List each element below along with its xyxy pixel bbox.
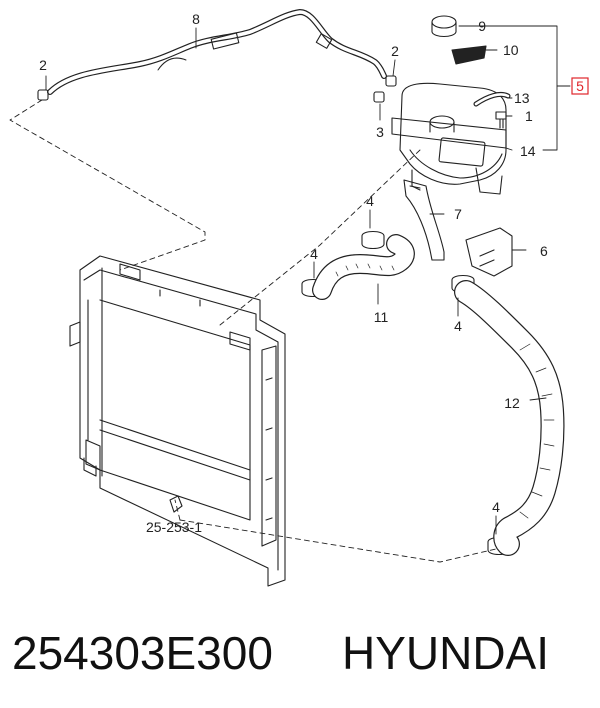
callout-box-highlight	[571, 77, 589, 95]
callout-4-top: 4	[366, 193, 374, 209]
hose-clip-right	[385, 75, 397, 87]
label-plate	[451, 45, 487, 65]
callout-1: 1	[525, 108, 533, 124]
callout-ref-25-253-1: 25-253-1	[146, 519, 202, 535]
callout-2-left: 2	[39, 57, 47, 73]
brand-name: HYUNDAI	[342, 627, 550, 679]
dashed-guide-lines	[9, 99, 501, 563]
callout-2-right: 2	[391, 43, 399, 59]
mounting-bolt	[495, 111, 507, 129]
drain-hose	[473, 91, 511, 107]
callout-4-left: 4	[310, 246, 318, 262]
filler-cap	[431, 15, 457, 38]
callout-leaders	[45, 25, 571, 535]
upper-radiator-hose	[312, 234, 415, 300]
vent-hose	[47, 9, 387, 95]
coolant-reservoir	[391, 82, 507, 195]
callout-14: 14	[520, 143, 536, 159]
callout-6: 6	[540, 243, 548, 259]
coolant-system-diagram: 8 9 10 5 2 2 13 1 3 14 7 4 6 4 11 4 12 2…	[9, 9, 589, 587]
radiator	[69, 255, 286, 587]
callout-7: 7	[454, 206, 462, 222]
part-number: 254303E300	[12, 627, 273, 679]
reservoir-bracket-7	[403, 179, 445, 261]
callout-12: 12	[504, 395, 520, 411]
callout-13: 13	[514, 90, 530, 106]
hose-clip-left	[37, 89, 49, 101]
reservoir-outlet-hose	[454, 280, 565, 556]
callout-4-bottom: 4	[492, 499, 500, 515]
hose-clip-3	[373, 91, 385, 103]
callout-3: 3	[376, 124, 384, 140]
callout-5[interactable]: 5	[576, 78, 584, 94]
callout-11: 11	[374, 309, 389, 325]
callout-4-mid: 4	[454, 318, 462, 334]
callout-10: 10	[503, 42, 519, 58]
callout-9: 9	[478, 18, 486, 34]
hose-clamp-a	[361, 230, 385, 250]
reservoir-bracket-6	[465, 227, 513, 277]
callout-8: 8	[192, 11, 200, 27]
